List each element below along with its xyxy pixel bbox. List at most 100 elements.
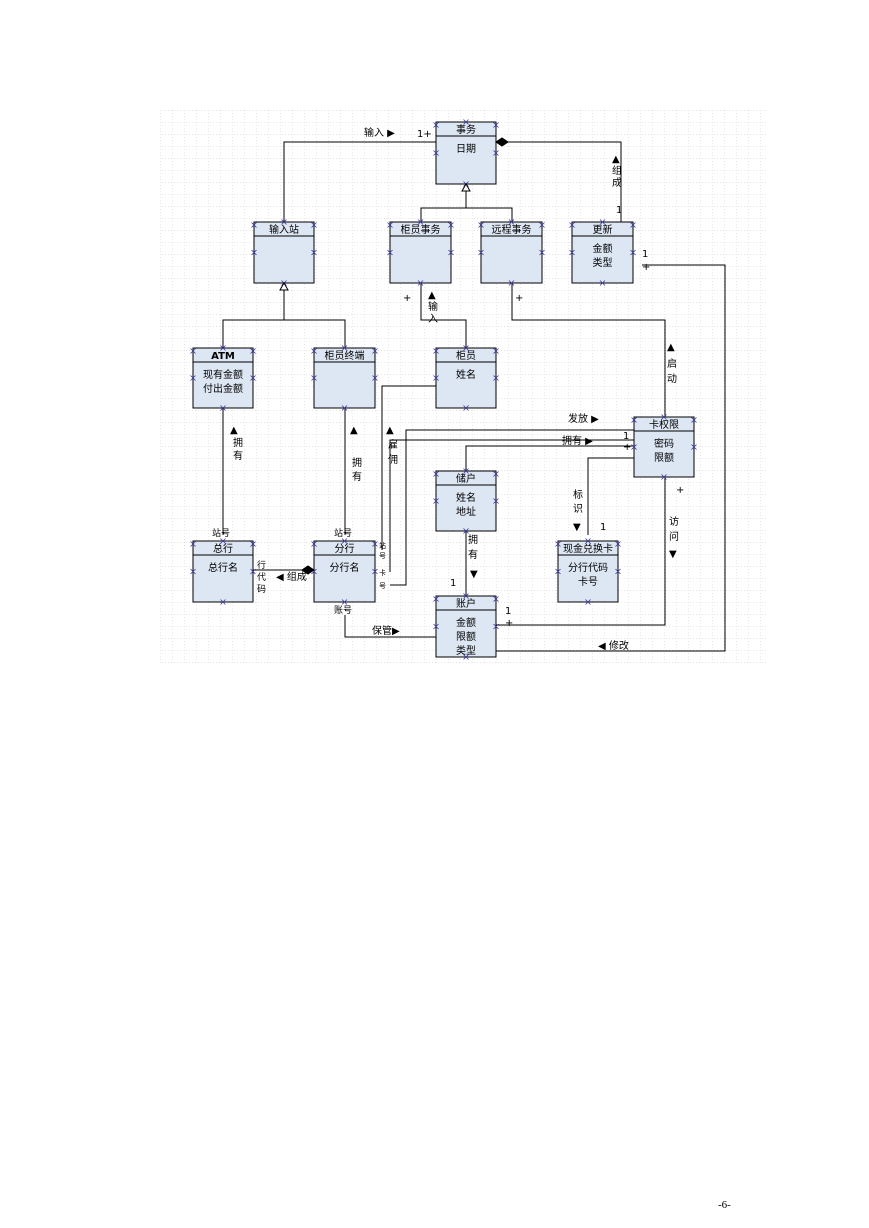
label-shuru-v-1: 输 (428, 300, 438, 313)
handle-right-icon (539, 249, 545, 256)
handle-bottom-icon (220, 405, 226, 411)
label-fenhang-side-0: 站 (379, 541, 386, 550)
handle-corner-icon (569, 222, 575, 228)
handle-right-icon (493, 375, 499, 381)
label-one-plus-top: 1+ (417, 129, 432, 140)
class-box-guiyuanzhongduan[interactable]: 柜员终端 (311, 345, 378, 411)
label-biaoshi-2: ▼ (573, 522, 581, 533)
label-plus-yuancheng: + (515, 293, 523, 304)
handle-right-icon (493, 498, 499, 504)
handle-bottom-icon (341, 405, 348, 411)
handle-top-icon (661, 414, 667, 420)
label-fangwen-1: 问 (669, 530, 679, 543)
label-baoguan: 保管▶ (372, 624, 400, 637)
label-zucheng-v-0: ▲ (612, 154, 620, 165)
label-yongyou-atm-1: 拥 (233, 436, 243, 449)
label-hangdaima-0: 行 (257, 559, 266, 571)
handle-top-icon (220, 538, 226, 544)
class-box-yuanchengshiwu[interactable]: 远程事务 (478, 219, 545, 286)
class-box-frame (435, 470, 497, 532)
class-name: 输入站 (269, 223, 299, 236)
handle-top-icon (220, 345, 226, 351)
class-name: 账户 (456, 597, 476, 610)
label-biaoshi-0: 标 (573, 489, 583, 501)
label-yongyou-atm-0: ▲ (230, 425, 238, 436)
handle-corner-icon (539, 222, 545, 228)
handle-left-icon (190, 568, 196, 575)
label-yongyou-ch-2: ▼ (470, 569, 478, 580)
handle-right-icon (448, 249, 454, 256)
label-one-ka-1: 1 (623, 431, 629, 442)
class-attribute: 日期 (456, 143, 476, 155)
handle-left-icon (478, 249, 484, 256)
handle-left-icon (190, 375, 196, 381)
composition-diamond-zonghang (301, 565, 315, 575)
handle-corner-icon (372, 348, 378, 354)
handle-corner-icon (478, 222, 484, 228)
label-guyong-2: 佣 (388, 454, 398, 466)
handle-corner-icon (250, 541, 256, 547)
handle-right-icon (615, 568, 621, 575)
handle-corner-icon (630, 222, 636, 228)
handle-bottom-icon (585, 599, 591, 605)
label-zhanhao-2: 站号 (334, 527, 352, 539)
class-box-frame (192, 347, 254, 409)
class-box-shuruzhan[interactable]: 输入站 (251, 219, 317, 286)
class-attribute: 现有金额 (203, 368, 243, 381)
page-number: -6- (718, 1199, 731, 1211)
label-zucheng-v-1: 组 (612, 164, 622, 177)
label-one-gengxin-2: 1 (642, 249, 648, 260)
composition-diamond-shiwu (495, 137, 509, 147)
generalization-arrow-shiwu (461, 182, 471, 192)
class-name: 事务 (456, 123, 476, 136)
label-yongyou-gz-0: ▲ (350, 425, 358, 436)
class-attribute: 付出金额 (203, 382, 243, 395)
handle-right-icon (250, 568, 256, 575)
handle-corner-icon (372, 541, 378, 547)
handle-right-icon (493, 150, 499, 156)
handle-left-icon (569, 249, 575, 256)
class-attribute: 卡号 (578, 575, 598, 588)
class-name: 分行 (335, 542, 355, 555)
class-name: 柜员 (456, 349, 476, 362)
association-labels: 输入 ▶ 1+ ▲ 组 成 1 ▲ 输 入 + + ▲ 启 动 发放 ▶ 拥有 … (212, 126, 684, 652)
connector-lines (222, 141, 726, 652)
class-box-frame (480, 221, 543, 284)
handle-corner-icon (691, 417, 697, 423)
class-attribute: 总行名 (208, 561, 238, 574)
label-biaoshi-1: 识 (573, 503, 583, 515)
class-name: 现金兑换卡 (563, 542, 613, 555)
label-fenhang-side-2: 卡 (379, 568, 386, 577)
handle-right-icon (250, 375, 256, 381)
class-attribute: 类型 (593, 256, 613, 269)
class-box-guiyuanshiwu[interactable]: 柜员事务 (387, 219, 454, 286)
class-attribute: 金额 (593, 242, 613, 255)
label-plus-guiyuanshiwu: + (403, 293, 411, 304)
label-yongyou-gz-2: 有 (352, 470, 362, 483)
label-yongyou-gz-1: 拥 (352, 456, 362, 469)
handle-top-icon (463, 468, 469, 474)
label-plus-zhanghu: + (505, 618, 513, 629)
handle-right-icon (311, 249, 317, 256)
handle-corner-icon (433, 596, 439, 602)
class-name: 柜员事务 (401, 223, 441, 236)
handle-corner-icon (615, 541, 621, 547)
class-name: 柜员终端 (325, 349, 365, 362)
handle-top-icon (281, 219, 287, 225)
handle-left-icon (433, 375, 439, 381)
handle-corner-icon (493, 348, 499, 354)
handle-right-icon (372, 568, 378, 575)
handle-left-icon (433, 623, 439, 630)
class-attribute: 姓名 (456, 368, 476, 381)
